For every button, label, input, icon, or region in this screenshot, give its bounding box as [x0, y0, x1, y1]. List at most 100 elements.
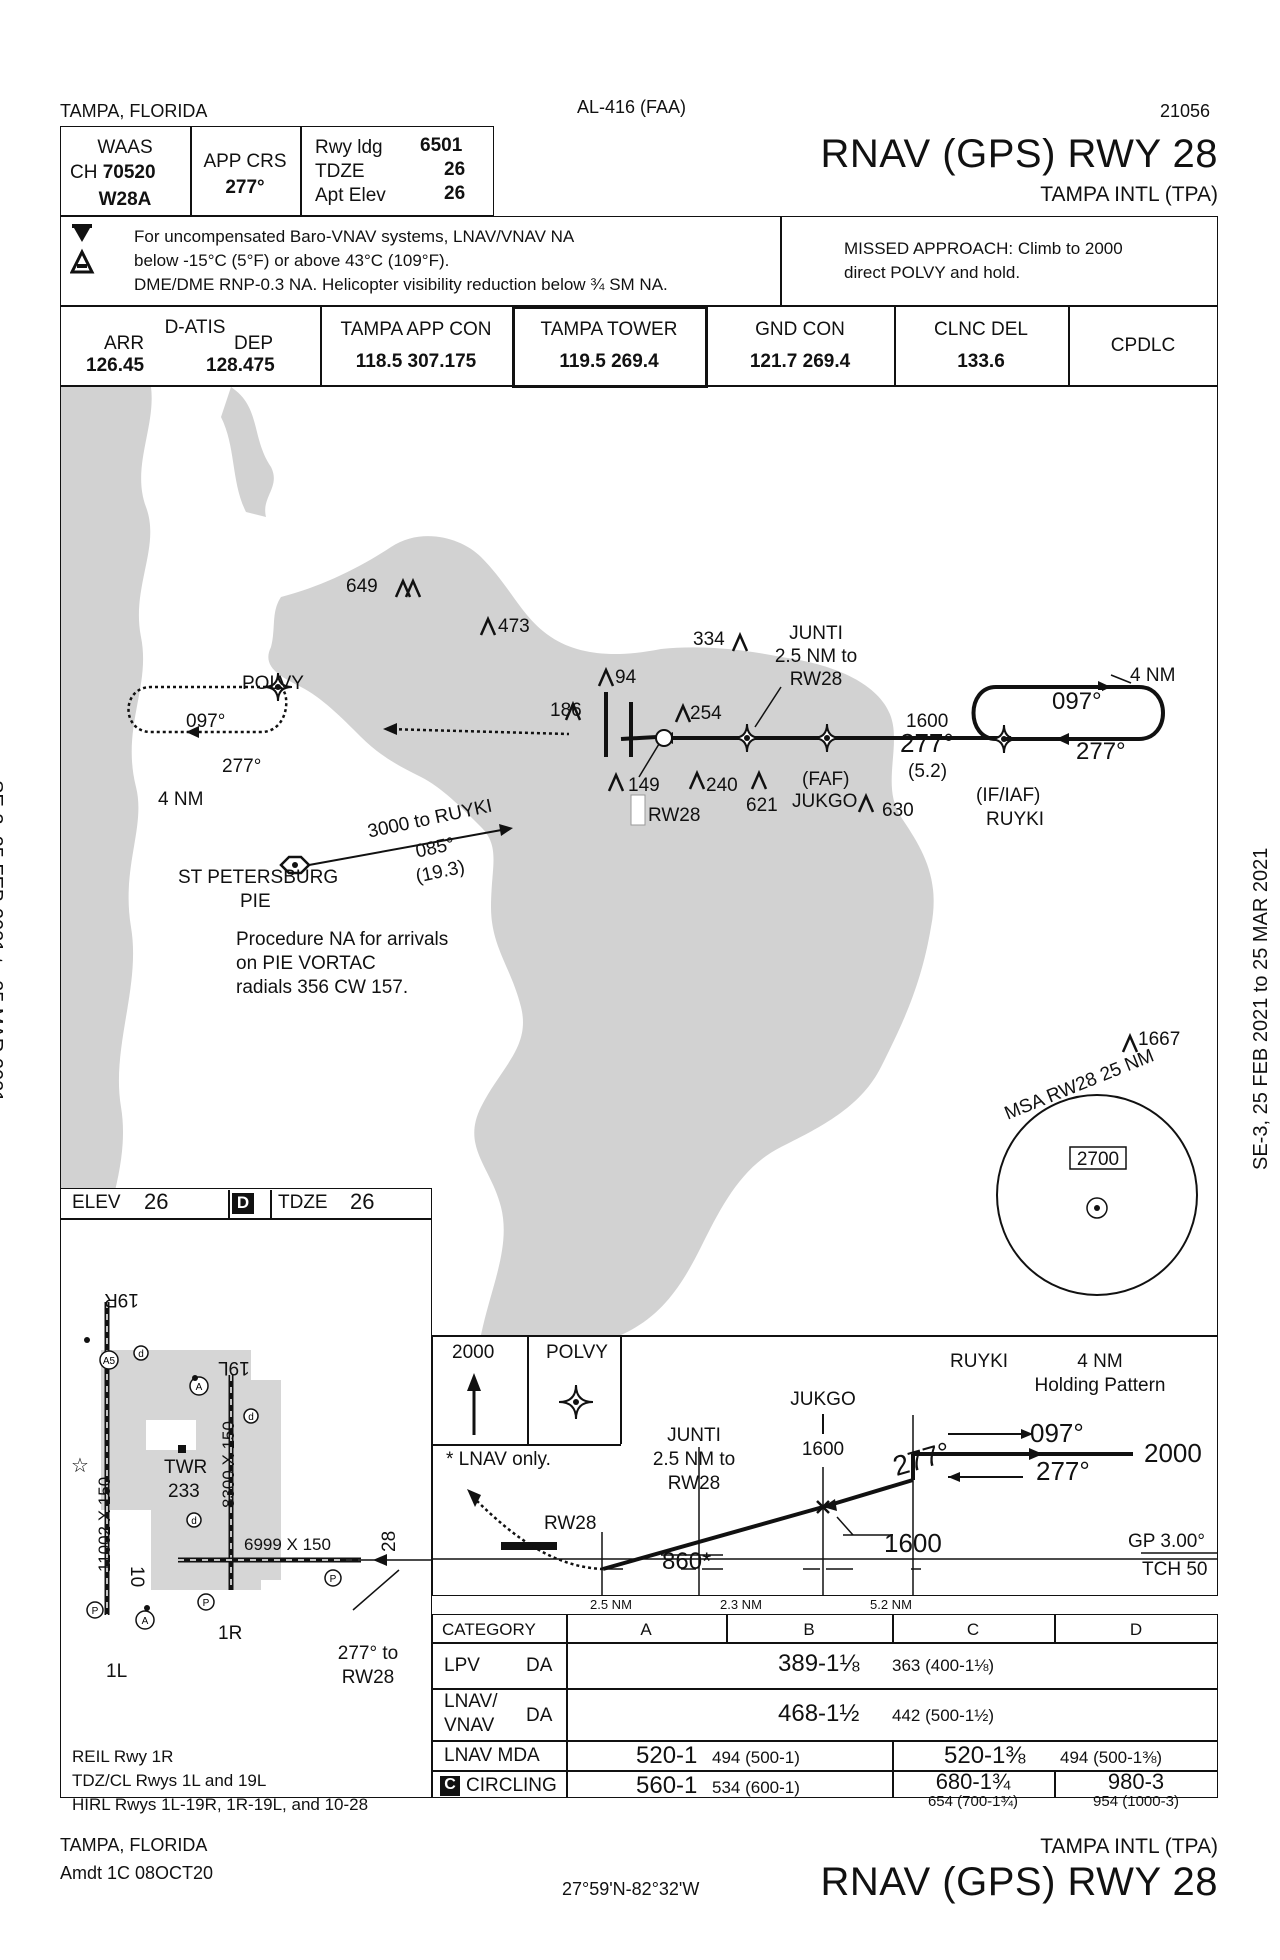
lighting-note-1: REIL Rwy 1R — [72, 1747, 174, 1766]
cpdlc-label: CPDLC — [1110, 335, 1176, 356]
altitude-1600: 1600 — [906, 711, 949, 732]
obstacle-icon — [607, 771, 625, 792]
temperature-restriction-icon — [70, 224, 95, 274]
clnc-freq: 133.6 — [957, 351, 1005, 372]
profile-holding-dist: 4 NM — [1077, 1351, 1123, 1372]
svg-text:A5: A5 — [103, 1356, 116, 1367]
glidepath-angle: GP 3.00° — [1128, 1531, 1205, 1552]
missed-climb-altitude: 2000 — [452, 1342, 495, 1363]
gnd-freq: 121.7 269.4 — [749, 351, 851, 372]
obstacle-label-630: 630 — [882, 800, 914, 821]
circling-d-minimum: 980-3 — [1107, 1769, 1165, 1794]
category-d: D — [1129, 1620, 1143, 1639]
circling-ab-minimum-sub: 534 (600-1) — [712, 1778, 800, 1797]
junti-label: JUNTI — [789, 623, 843, 644]
airport-name: TAMPA INTL (TPA) — [1040, 183, 1218, 206]
svg-text:d: d — [248, 1412, 254, 1423]
pie-note-3: radials 356 CW 157. — [236, 977, 409, 998]
obstacle-label-240: 240 — [706, 775, 738, 796]
category-b: B — [803, 1620, 815, 1639]
waas-id: W28A — [98, 189, 152, 210]
apt-elev-label: Apt Elev — [315, 185, 386, 206]
ruyki-hold-distance: 4 NM — [1130, 665, 1176, 686]
dep-label: DEP — [234, 333, 274, 354]
missed-approach-line-1: MISSED APPROACH: Climb to 2000 — [844, 239, 1123, 258]
dme-symbol: D — [232, 1193, 254, 1214]
lnav-cd-minimum-sub: 494 (500-1⅜) — [1060, 1748, 1163, 1767]
lpv-minimum: 389-1⅛ — [778, 1650, 860, 1677]
obstacle-icon — [394, 577, 422, 598]
notes-box — [60, 216, 1218, 306]
svg-text:A: A — [196, 1382, 203, 1393]
lnav-vnav-label-2: VNAV — [444, 1715, 495, 1736]
chart-title: RNAV (GPS) RWY 28 — [820, 132, 1218, 176]
ruyki-label: RUYKI — [986, 809, 1045, 830]
circling-d-minimum-sub: 954 (1000-3) — [1093, 1793, 1179, 1810]
plan-view-map — [61, 387, 934, 1335]
tdze-value-diagram: 26 — [350, 1189, 375, 1214]
distance-5-2: (5.2) — [908, 761, 948, 782]
profile-jukgo-label: JUKGO — [790, 1389, 856, 1410]
obstacle-label-473: 473 — [498, 616, 530, 637]
pie-note-2: on PIE VORTAC — [236, 953, 376, 974]
obstacle-icon — [479, 615, 497, 636]
waas-channel: CH 70520 — [70, 162, 156, 183]
clnc-label: CLNC DEL — [934, 319, 1028, 340]
rwy-1r-label: 1R — [218, 1623, 243, 1644]
category-c: C — [966, 1620, 980, 1639]
svg-text:☆: ☆ — [71, 1455, 89, 1477]
obstacle-icon — [1121, 1032, 1139, 1053]
rwy-19l-label: 19L — [218, 1357, 250, 1378]
briefing-box — [60, 126, 494, 216]
obstacle-label-149: 149 — [628, 775, 660, 796]
obstacle-icon — [750, 769, 768, 790]
polvy-hold-outbound: 097° — [186, 711, 226, 732]
polvy-hold-distance: 4 NM — [158, 789, 204, 810]
lnav-only-note: * LNAV only. — [446, 1449, 551, 1470]
ruyki-hold-inbound: 277° — [1076, 738, 1126, 765]
ruyki-hold-outbound: 097° — [1052, 688, 1102, 715]
rwy-1l-dimensions: 11002 X 150 — [95, 1476, 114, 1572]
lnav-ab-minimum: 520-1 — [636, 1742, 698, 1769]
lnav-vnav-type: DA — [526, 1705, 553, 1726]
circling-ab-minimum: 560-1 — [636, 1772, 698, 1799]
iaf-label: (IF/IAF) — [976, 785, 1041, 806]
apt-elev-value: 26 — [444, 183, 466, 204]
svg-text:P: P — [92, 1606, 99, 1617]
obstacle-label-1667: 1667 — [1138, 1029, 1181, 1050]
junti-rw: RW28 — [789, 669, 843, 690]
threshold-crossing-height: TCH 50 — [1142, 1559, 1208, 1580]
cycle-number: 21056 — [1160, 101, 1211, 121]
obstacle-label-94: 94 — [615, 667, 637, 688]
svg-text:d: d — [138, 1349, 144, 1360]
lnav-vnav-minimum-sub: 442 (500-1½) — [892, 1706, 995, 1725]
rwy-1r-dimensions: 8300 X 150 — [219, 1421, 238, 1508]
plan-view-overlay — [127, 577, 1198, 1296]
obstacle-icon — [731, 631, 749, 652]
rw28-label: RW28 — [648, 805, 701, 826]
gnd-label: GND CON — [755, 319, 845, 340]
obstacle-label-334: 334 — [693, 629, 725, 650]
lpv-type: DA — [526, 1655, 553, 1676]
plan-view-frame — [60, 386, 1218, 1336]
obstacle-label-254: 254 — [690, 703, 722, 724]
amendment: Amdt 1C 08OCT20 — [60, 1863, 214, 1883]
profile-view-frame — [432, 1336, 1218, 1596]
airport-coordinates: 27°59'N-82°32'W — [562, 1879, 700, 1899]
profile-distance-3: 5.2 NM — [868, 1597, 914, 1612]
polvy-label: POLVY — [242, 673, 304, 694]
circling-label: CIRCLING — [466, 1775, 557, 1796]
jukgo-label: JUKGO — [792, 791, 858, 812]
pie-id: PIE — [240, 891, 271, 912]
airport-diagram: ☆ A5d Ad dP PP A — [71, 1302, 431, 1630]
footer-chart-title: RNAV (GPS) RWY 28 — [820, 1860, 1218, 1904]
tdze-label-diagram: TDZE — [278, 1192, 328, 1213]
category-a: A — [640, 1620, 652, 1639]
dep-freq: 128.475 — [206, 355, 275, 376]
app-con-label: TAMPA APP CON — [340, 319, 492, 340]
minimums-table — [432, 1614, 1218, 1798]
obstacle-label-621: 621 — [746, 795, 778, 816]
rwy-10-dimensions: 6999 X 150 — [244, 1535, 331, 1554]
obstacle-icon — [564, 700, 582, 721]
rwy-ldg-label: Rwy ldg — [315, 137, 383, 158]
